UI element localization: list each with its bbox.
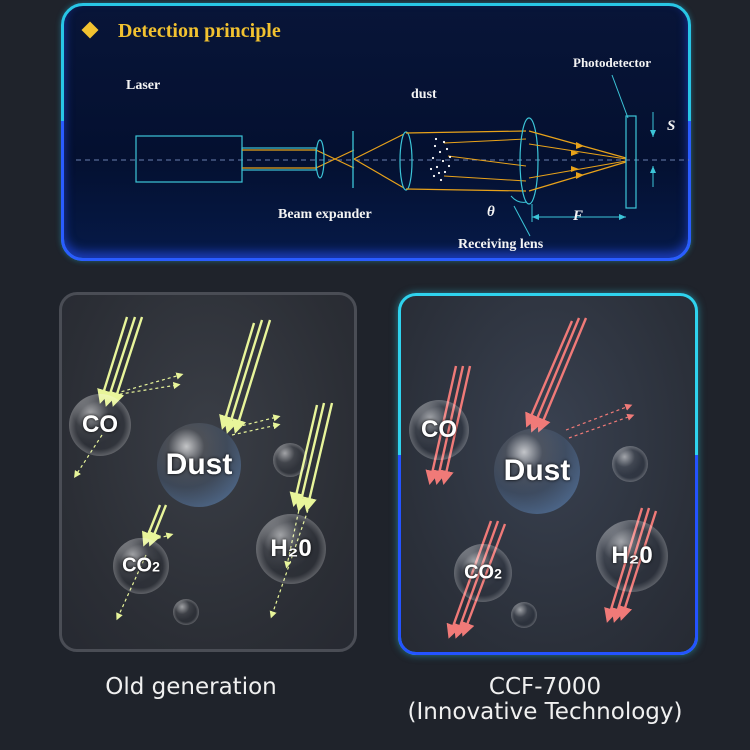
dust-bubble: Dust	[494, 428, 580, 514]
panel-frame-glow	[398, 455, 698, 655]
small-lens	[315, 139, 325, 179]
co-label: CO	[82, 411, 118, 438]
dust-label: dust	[411, 87, 437, 102]
small-bubble	[273, 443, 307, 477]
detection-principle-panel: Detection principle	[61, 3, 691, 261]
beam-expander-label: Beam expander	[278, 207, 372, 222]
old-generation-caption: Old generation	[105, 674, 277, 700]
dust-bubble: Dust	[157, 423, 241, 507]
s-label: S	[667, 118, 676, 134]
laser-body	[135, 135, 243, 183]
innovative-technology-label: (Innovative Technology)	[407, 699, 683, 725]
co2-label: CO2	[464, 561, 502, 584]
receiving-lens-label: Receiving lens	[458, 237, 544, 252]
co-label: CO	[421, 416, 457, 443]
old-generation-panel: CO Dust H₂0 CO2	[59, 292, 357, 652]
h2o-bubble: H₂0	[256, 514, 326, 584]
h2o-label: H₂0	[611, 542, 653, 569]
small-bubble	[511, 602, 537, 628]
dust-label: Dust	[165, 448, 233, 481]
small-bubble	[612, 446, 648, 482]
ccf-7000-caption: CCF-7000 (Innovative Technology)	[390, 675, 700, 725]
beam-line	[405, 188, 527, 192]
photodetector-body	[625, 115, 637, 209]
f-label: F	[573, 208, 584, 224]
receiving-lens-leader	[513, 205, 531, 237]
laser-tube	[241, 147, 317, 171]
optics-diagram	[76, 74, 689, 237]
beam-line	[353, 133, 405, 160]
co2-bubble: CO2	[113, 538, 169, 594]
panel-frame-glow	[61, 121, 691, 261]
receiving-lens	[519, 117, 539, 205]
co-bubble: CO	[409, 400, 469, 460]
theta-label: θ	[487, 204, 495, 220]
ccf-7000-model: CCF-7000	[488, 674, 602, 700]
co2-bubble: CO2	[454, 544, 512, 602]
theta-arc	[510, 195, 528, 203]
h2o-label: H₂0	[270, 535, 312, 562]
co-bubble: CO	[69, 394, 131, 456]
dust-label: Dust	[503, 454, 571, 487]
ccf-7000-panel: CO Dust H₂0 CO2	[398, 293, 698, 655]
dust-particles	[429, 137, 452, 182]
co2-label: CO2	[122, 554, 160, 577]
scatter-line	[443, 138, 527, 144]
expander-lens	[399, 131, 413, 191]
beam-line	[353, 158, 405, 189]
laser-label: Laser	[126, 78, 161, 93]
photodetector-label: Photodetector	[573, 55, 651, 70]
beam-line	[528, 143, 627, 160]
photodetector-leader	[611, 74, 629, 119]
h2o-bubble: H₂0	[596, 520, 668, 592]
beam-line	[315, 149, 355, 169]
small-bubble	[173, 599, 199, 625]
beam-line	[405, 130, 527, 134]
principle-title: Detection principle	[118, 20, 281, 42]
beam-arrowheads	[571, 142, 584, 179]
scatter-line	[443, 175, 527, 182]
scatter-line	[447, 155, 527, 167]
